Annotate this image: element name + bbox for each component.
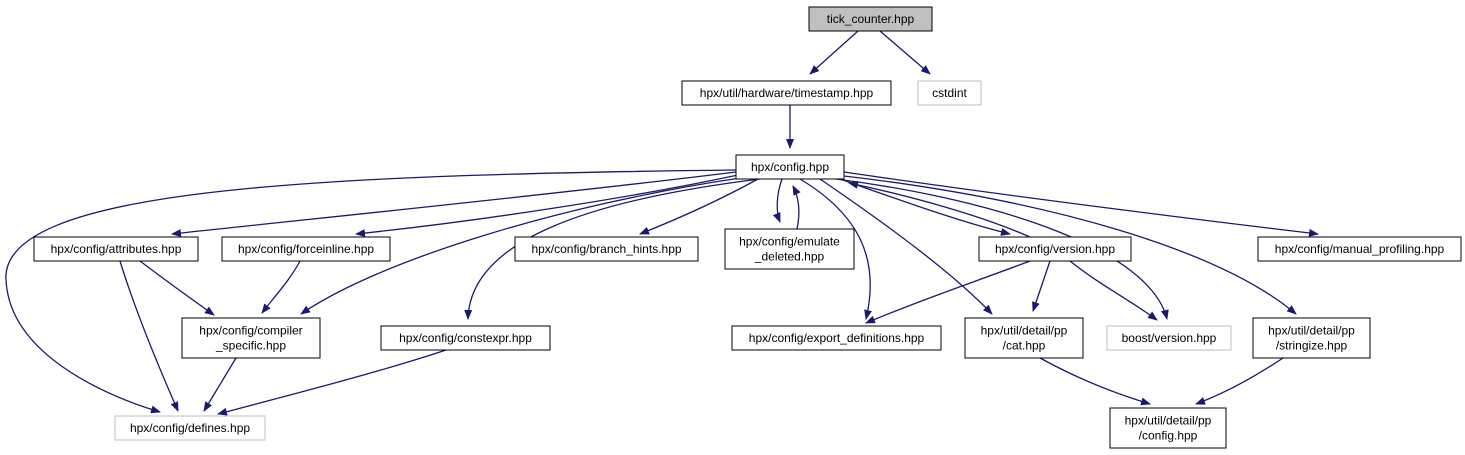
node-box-pp-config [1109, 407, 1227, 449]
edge-attributes-to-defines [119, 260, 179, 412]
node-box-manual-profiling [1257, 236, 1462, 262]
edge-compiler-specific-to-defines [203, 357, 237, 412]
edges-layer [5, 30, 1319, 416]
edge-attributes-to-compiler-specific [139, 260, 215, 316]
node-box-pp-cat [964, 317, 1084, 359]
edge-version-to-boost-version [1069, 260, 1158, 321]
node-tick-counter[interactable]: tick_counter.hpp [808, 6, 933, 32]
node-box-constexpr [380, 325, 551, 351]
edge-emulate-deleted-to-config [792, 185, 801, 230]
node-manual-profiling[interactable]: hpx/config/manual_profiling.hpp [1257, 236, 1462, 262]
node-box-attributes [33, 236, 199, 262]
edge-pp-stringize-to-pp-config [1195, 357, 1284, 405]
node-box-forceinline [221, 236, 391, 262]
node-box-timestamp [681, 80, 892, 106]
node-box-version [978, 236, 1132, 262]
edge-config-to-attributes [171, 171, 737, 237]
edge-config-to-boost-version [835, 178, 1169, 320]
node-label-pp-cat: /cat.hpp [1003, 339, 1046, 353]
node-box-compiler-specific [181, 317, 321, 359]
node-box-config [735, 154, 845, 180]
node-label-export-definitions: hpx/config/export_definitions.hpp [749, 331, 925, 345]
node-box-branch-hints [514, 236, 699, 262]
node-boost-version[interactable]: boost/version.hpp [1106, 325, 1232, 351]
node-label-tick-counter: tick_counter.hpp [827, 12, 915, 26]
node-label-cstdint: cstdint [932, 86, 967, 100]
node-forceinline[interactable]: hpx/config/forceinline.hpp [221, 236, 391, 262]
edge-config-to-branch-hints [639, 178, 759, 235]
edge-config-to-manual-profiling [843, 171, 1319, 237]
edge-version-to-pp-cat [1032, 260, 1051, 312]
node-box-boost-version [1106, 325, 1232, 351]
node-label-pp-stringize: /stringize.hpp [1276, 339, 1348, 353]
node-label-version: hpx/config/version.hpp [995, 242, 1115, 256]
node-version[interactable]: hpx/config/version.hpp [978, 236, 1132, 262]
edge-config-to-export-definitions [799, 178, 872, 320]
node-label-emulate-deleted: _deleted.hpp [754, 250, 825, 264]
edge-version-to-export-definitions [865, 260, 1031, 324]
node-export-definitions[interactable]: hpx/config/export_definitions.hpp [731, 325, 942, 351]
node-label-forceinline: hpx/config/forceinline.hpp [238, 242, 374, 256]
edge-config-to-pp-cat [819, 178, 993, 315]
node-pp-config[interactable]: hpx/util/detail/pp/config.hpp [1109, 407, 1227, 449]
edge-constexpr-to-defines [217, 349, 447, 416]
nodes-layer: tick_counter.hpp hpx/util/hardware/timest… [33, 6, 1462, 449]
edge-config-to-forceinline [355, 174, 739, 238]
node-compiler-specific[interactable]: hpx/config/compiler_specific.hpp [181, 317, 321, 359]
node-label-defines: hpx/config/defines.hpp [130, 421, 250, 435]
node-box-tick-counter [808, 6, 933, 32]
node-label-config: hpx/config.hpp [751, 160, 829, 174]
node-pp-cat[interactable]: hpx/util/detail/pp/cat.hpp [964, 317, 1084, 359]
node-constexpr[interactable]: hpx/config/constexpr.hpp [380, 325, 551, 351]
node-label-pp-config: /config.hpp [1139, 429, 1198, 443]
node-emulate-deleted[interactable]: hpx/config/emulate_deleted.hpp [724, 228, 855, 270]
node-label-emulate-deleted: hpx/config/emulate [739, 235, 840, 249]
node-box-defines [114, 415, 266, 441]
edge-config-to-defines [5, 169, 737, 414]
edge-config-to-pp-stringize [843, 175, 1297, 315]
node-label-pp-config: hpx/util/detail/pp [1125, 414, 1212, 428]
node-box-export-definitions [731, 325, 942, 351]
node-box-pp-stringize [1252, 317, 1371, 359]
node-config[interactable]: hpx/config.hpp [735, 154, 845, 180]
node-label-manual-profiling: hpx/config/manual_profiling.hpp [1275, 242, 1445, 256]
edge-config-to-emulate-deleted [772, 178, 783, 223]
node-cstdint[interactable]: cstdint [917, 80, 982, 106]
node-label-branch-hints: hpx/config/branch_hints.hpp [531, 242, 681, 256]
node-label-constexpr: hpx/config/constexpr.hpp [399, 331, 532, 345]
node-label-compiler-specific: hpx/config/compiler [199, 324, 302, 338]
edge-forceinline-to-compiler-specific [261, 260, 301, 314]
edge-config-to-constexpr [464, 178, 761, 320]
node-label-compiler-specific: _specific.hpp [215, 339, 286, 353]
edge-config-to-compiler-specific [300, 177, 741, 315]
node-timestamp[interactable]: hpx/util/hardware/timestamp.hpp [681, 80, 892, 106]
node-label-attributes: hpx/config/attributes.hpp [51, 242, 182, 256]
node-attributes[interactable]: hpx/config/attributes.hpp [33, 236, 199, 262]
node-defines[interactable]: hpx/config/defines.hpp [114, 415, 266, 441]
edge-tick-counter-to-timestamp [809, 30, 859, 75]
node-label-pp-stringize: hpx/util/detail/pp [1268, 324, 1355, 338]
node-branch-hints[interactable]: hpx/config/branch_hints.hpp [514, 236, 699, 262]
edge-pp-cat-to-pp-config [1039, 357, 1151, 406]
node-box-emulate-deleted [724, 228, 855, 270]
node-pp-stringize[interactable]: hpx/util/detail/pp/stringize.hpp [1252, 317, 1371, 359]
edge-config-to-version [839, 178, 1011, 236]
node-label-pp-cat: hpx/util/detail/pp [981, 324, 1068, 338]
edge-tick-counter-to-cstdint [879, 30, 931, 75]
edge-version-to-config [848, 180, 1031, 238]
node-label-boost-version: boost/version.hpp [1122, 331, 1217, 345]
node-label-timestamp: hpx/util/hardware/timestamp.hpp [700, 86, 874, 100]
node-box-cstdint [917, 80, 982, 106]
